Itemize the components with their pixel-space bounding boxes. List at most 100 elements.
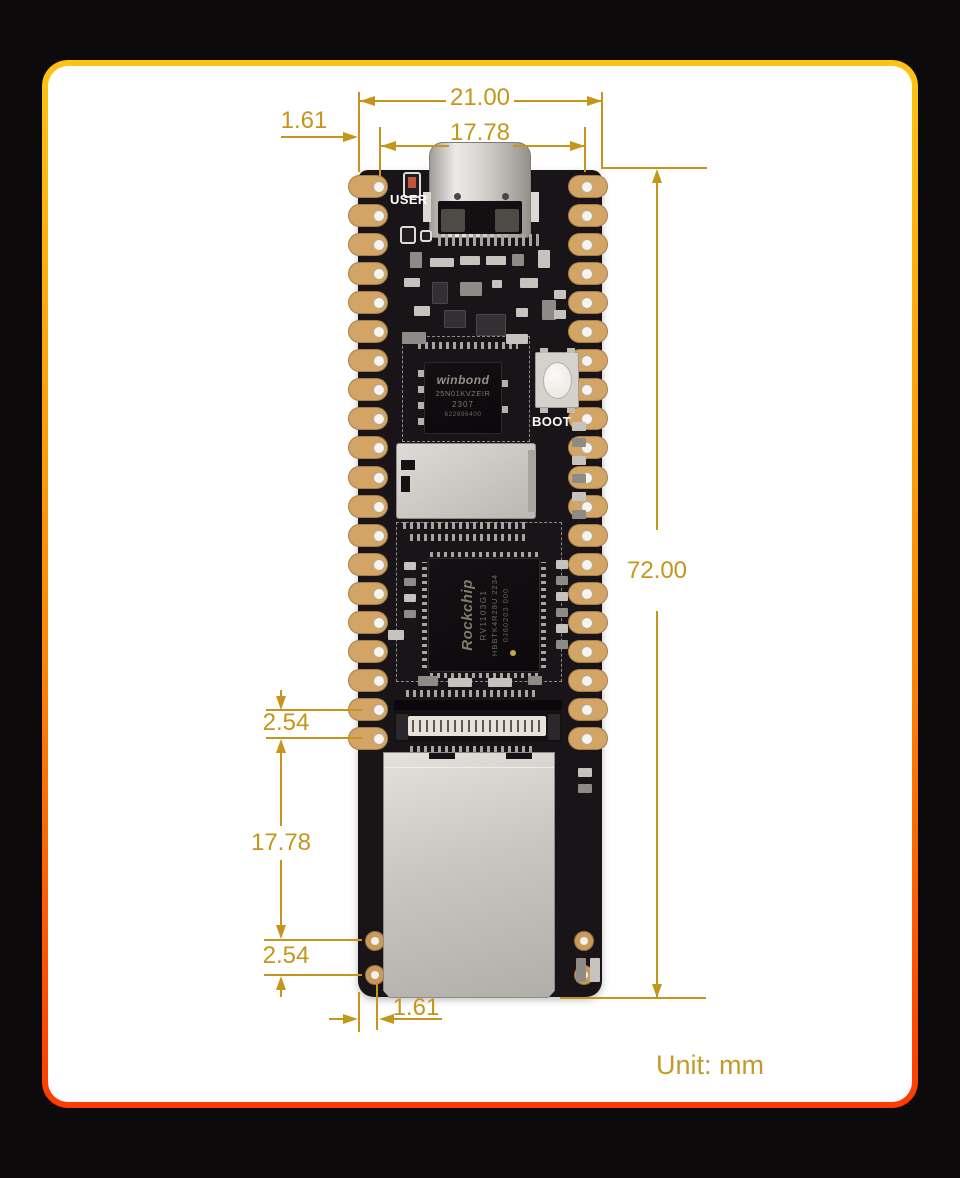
boot-label: BOOT — [532, 414, 572, 429]
soc-brand: Rockchip — [458, 579, 476, 651]
castellated-pad — [568, 669, 608, 693]
castellated-pad — [348, 523, 388, 547]
smd-component — [556, 624, 568, 633]
castellated-pad — [348, 640, 388, 664]
soc-chip — [428, 558, 540, 672]
castellated-pad — [348, 290, 388, 314]
castellated-pad — [568, 290, 608, 314]
smd-component — [404, 594, 416, 602]
mount-hole — [574, 931, 594, 951]
boot-button-cap[interactable] — [543, 362, 572, 399]
soc-pins-right — [541, 562, 546, 668]
castellated-pad — [348, 436, 388, 460]
smd-component — [590, 958, 600, 982]
castellated-pad — [568, 581, 608, 605]
smd-component — [506, 334, 528, 344]
castellated-pad — [348, 378, 388, 402]
smd-component — [404, 578, 416, 586]
soc-marking: Rockchip RV1103G1 HBBTK4R28U 2234 0J6020… — [428, 559, 540, 671]
dim-bottom-section-span: 17.78 — [250, 829, 312, 856]
smd-component — [512, 254, 524, 266]
pad-row — [406, 690, 536, 697]
smd-component — [556, 560, 568, 569]
smd-component — [542, 300, 556, 320]
smd-component — [556, 576, 568, 585]
sd-slot-notch — [401, 476, 410, 492]
smd-component — [410, 252, 422, 268]
castellated-pad — [348, 407, 388, 431]
smd-component — [460, 282, 482, 296]
soc-model: RV1103G1 — [478, 589, 488, 641]
pad-row — [403, 522, 528, 529]
smd-component — [528, 676, 542, 685]
smd-component — [430, 258, 454, 267]
flash-part-number: 25N01KVZEIR — [435, 389, 491, 398]
castellated-pad — [568, 727, 608, 751]
smd-component — [486, 256, 506, 265]
smd-component — [572, 456, 586, 465]
usb-cavity — [438, 201, 522, 234]
sd-slot-notch — [401, 460, 415, 470]
usb-latch — [495, 209, 519, 232]
castellated-pad — [348, 174, 388, 198]
smd-component — [578, 784, 592, 793]
castellated-pad — [348, 552, 388, 576]
castellated-pad — [568, 640, 608, 664]
fpc-connector — [394, 700, 562, 742]
led-die — [408, 177, 416, 188]
soc-marking-line3: 0J60203 000 — [500, 587, 510, 643]
usb-shell-dimple — [502, 193, 509, 200]
smd-component — [404, 610, 416, 618]
dim-board-width: 21.00 — [449, 84, 511, 111]
smd-component — [404, 562, 416, 570]
mount-hole — [365, 965, 385, 985]
soc-pin1-dot — [510, 650, 516, 656]
smd-component — [404, 278, 420, 287]
usb-c-connector — [423, 142, 539, 238]
dim-pin-pitch-upper: 2.54 — [262, 709, 310, 736]
smd-outline-part — [400, 226, 416, 244]
smd-component — [556, 608, 568, 617]
smd-component — [554, 290, 566, 299]
smd-component — [432, 282, 448, 304]
dim-edge-offset-bottom: 1.61 — [392, 994, 440, 1021]
smd-component — [578, 768, 592, 777]
soc-pins-left — [422, 562, 427, 668]
smd-component — [556, 640, 568, 649]
smd-outline-part — [420, 230, 432, 242]
user-led — [403, 172, 421, 198]
smd-component — [576, 958, 586, 982]
castellated-pad — [348, 669, 388, 693]
smd-component — [488, 678, 512, 687]
smd-component — [460, 256, 480, 265]
pad-row — [418, 342, 518, 349]
sd-card-slot — [396, 443, 536, 519]
smd-component — [418, 676, 438, 686]
castellated-pad — [568, 232, 608, 256]
user-label: USER — [390, 192, 428, 207]
smd-component — [448, 678, 472, 687]
dim-board-height: 72.00 — [626, 557, 688, 584]
castellated-pad — [568, 320, 608, 343]
smd-component — [476, 314, 506, 336]
castellated-pad — [568, 174, 608, 198]
castellated-pad — [348, 698, 388, 722]
smd-component — [520, 278, 538, 288]
ethernet-port-shield — [383, 752, 555, 998]
boot-button[interactable] — [535, 348, 579, 413]
unit-note: Unit: mm — [656, 1050, 764, 1080]
castellated-pad — [348, 203, 388, 227]
smd-component — [572, 474, 586, 483]
flash-lot-code: 622696400 — [444, 411, 482, 418]
smd-component — [556, 592, 568, 601]
smd-component — [538, 250, 550, 268]
smd-component — [572, 422, 586, 431]
smd-component — [402, 332, 426, 344]
castellated-pad — [348, 465, 388, 489]
mount-hole — [365, 931, 385, 951]
usb-solder-tab — [423, 192, 431, 222]
soc-marking-line2: HBBTK4R28U 2234 — [489, 573, 499, 657]
usb-solder-tab — [531, 192, 539, 222]
pad-row — [410, 534, 525, 541]
